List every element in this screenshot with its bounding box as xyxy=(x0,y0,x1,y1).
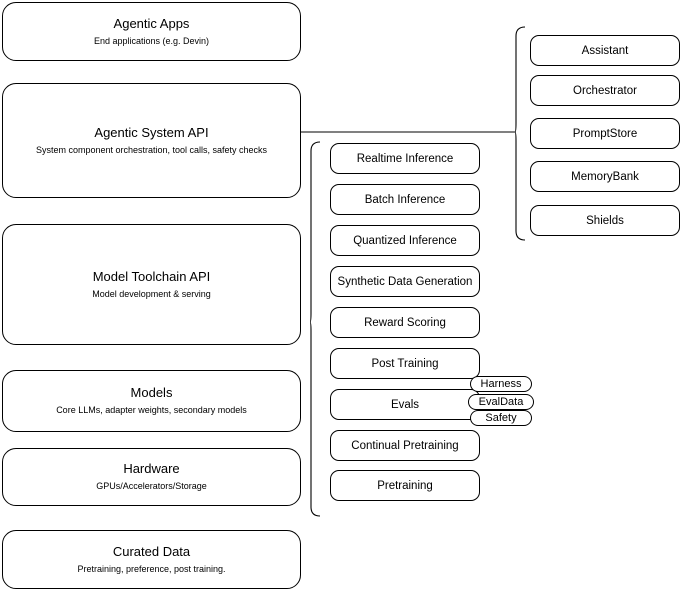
stack-layer-title: Curated Data xyxy=(112,543,191,559)
component-label: Assistant xyxy=(581,44,629,57)
evals-subcomponent-harness[interactable]: Harness xyxy=(470,376,532,392)
stack-layer-subtitle: Pretraining, preference, post training. xyxy=(77,563,226,574)
evals-subcomponent-label: EvalData xyxy=(478,395,524,408)
evals-subcomponent-label: Harness xyxy=(480,377,522,390)
stack-layer-subtitle: Core LLMs, adapter weights, secondary mo… xyxy=(56,405,247,415)
toolchain-component-pretraining[interactable]: Pretraining xyxy=(330,470,480,501)
system-component-shields[interactable]: Shields xyxy=(530,205,680,236)
stack-layer-subtitle: Model development & serving xyxy=(92,288,211,299)
toolchain-component-quantized-inference[interactable]: Quantized Inference xyxy=(330,225,480,256)
toolchain-component-post-training[interactable]: Post Training xyxy=(330,348,480,379)
toolchain-component-realtime-inference[interactable]: Realtime Inference xyxy=(330,143,480,174)
stack-layer-subtitle: GPUs/Accelerators/Storage xyxy=(96,481,207,491)
component-label: Continual Pretraining xyxy=(351,439,459,452)
component-label: Evals xyxy=(390,398,420,411)
stack-layer-title: Agentic Apps xyxy=(113,15,190,31)
stack-layer-model-toolchain-api[interactable]: Model Toolchain API Model development & s… xyxy=(2,224,301,345)
toolchain-component-continual-pretraining[interactable]: Continual Pretraining xyxy=(330,430,480,461)
system-component-assistant[interactable]: Assistant xyxy=(530,35,680,66)
component-label: Batch Inference xyxy=(364,193,446,206)
evals-subcomponent-label: Safety xyxy=(485,411,517,424)
evals-subcomponent-evaldata[interactable]: EvalData xyxy=(468,394,534,410)
component-label: Synthetic Data Generation xyxy=(337,275,473,288)
component-label: PromptStore xyxy=(572,127,638,140)
stack-layer-title: Hardware xyxy=(123,461,180,476)
stack-layer-title: Model Toolchain API xyxy=(92,268,211,284)
toolchain-component-reward-scoring[interactable]: Reward Scoring xyxy=(330,307,480,338)
toolchain-component-batch-inference[interactable]: Batch Inference xyxy=(330,184,480,215)
evals-subcomponent-safety[interactable]: Safety xyxy=(470,410,532,426)
stack-layer-agentic-system-api[interactable]: Agentic System API System component orche… xyxy=(2,83,301,198)
component-label: Shields xyxy=(586,214,624,227)
component-label: MemoryBank xyxy=(571,170,639,183)
component-label: Quantized Inference xyxy=(353,234,457,247)
component-label: Orchestrator xyxy=(573,84,637,97)
toolchain-component-evals[interactable]: Evals xyxy=(330,389,480,420)
component-label: Post Training xyxy=(371,357,439,370)
stack-layer-title: Agentic System API xyxy=(94,124,209,140)
system-component-promptstore[interactable]: PromptStore xyxy=(530,118,680,149)
component-label: Reward Scoring xyxy=(364,316,446,329)
system-component-orchestrator[interactable]: Orchestrator xyxy=(530,75,680,106)
toolchain-component-synthetic-data-generation[interactable]: Synthetic Data Generation xyxy=(330,266,480,297)
stack-layer-subtitle: System component orchestration, tool cal… xyxy=(35,144,268,155)
stack-layer-title: Models xyxy=(130,385,173,400)
stack-layer-subtitle: End applications (e.g. Devin) xyxy=(93,35,210,46)
component-label: Realtime Inference xyxy=(356,152,454,165)
system-component-memorybank[interactable]: MemoryBank xyxy=(530,161,680,192)
component-label: Pretraining xyxy=(377,479,433,492)
